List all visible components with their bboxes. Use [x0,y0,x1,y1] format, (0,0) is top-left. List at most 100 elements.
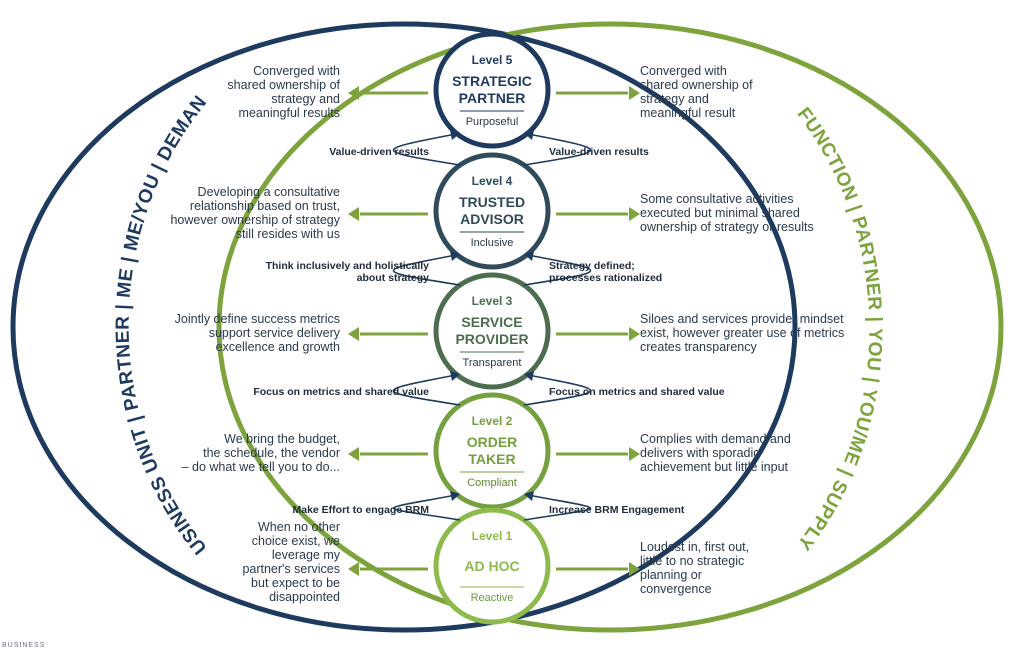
left-arrow-head [348,207,359,221]
transition-line: Value-driven results [549,145,649,158]
level-trait: Compliant [467,477,517,489]
description-line: meaningful result [640,106,736,120]
level-circle [433,152,551,270]
level-number: Level 5 [472,53,513,67]
level-name-line2: ADVISOR [460,211,524,227]
description-line: Loudest in, first out, [640,540,750,554]
level-name-line1: SERVICE [461,314,522,330]
level-trait: Purposeful [466,116,519,128]
transition-3-to-4 [392,251,592,286]
description-line: delivers with sporadic [640,446,760,460]
description-line: little to no strategic [640,554,745,568]
transition-line: processes rationalized [549,272,663,284]
description-line: shared ownership of [640,78,753,92]
transition-right-label: Strategy defined;processes rationalized [549,260,749,284]
description-line: shared ownership of [227,78,340,92]
transition-right-curve [523,374,592,406]
right-arrow-head [629,327,640,341]
transition-left-arrowhead [450,491,460,501]
left-arrow-head [348,447,359,461]
level-number: Level 1 [472,529,513,543]
level-2-left-description: We bring the budget,the schedule, the ve… [140,432,340,474]
description-line: Converged with [640,64,727,78]
level-name-line1: AD HOC [464,558,519,574]
transition-left-arrowhead [450,371,460,381]
transition-line: Make Effort to engage BRM [292,503,429,516]
level-number: Level 3 [472,294,513,308]
transition-right-label: Increase BRM Engagement [549,504,749,516]
description-line: meaningful results [238,106,340,120]
level-trait: Transparent [463,357,522,369]
description-line: however ownership of strategy [170,213,340,227]
level-name-line2: PARTNER [459,90,526,106]
transition-right-label: Value-driven results [549,146,749,158]
description-line: achievement but little input [640,460,789,474]
transition-left-curve [392,494,461,521]
description-line: support service delivery [208,326,340,340]
business-unit-ellipse [10,21,798,633]
transition-right-label: Focus on metrics and shared value [549,386,749,398]
description-line: executed but minimal shared [640,206,800,220]
transition-left-label: Make Effort to engage BRM [229,504,429,516]
transition-left-label: Focus on metrics and shared value [229,386,429,398]
description-line: exist, however greater use of metrics [640,326,845,340]
level-number: Level 4 [472,174,513,188]
level-trait: Inclusive [471,237,514,249]
transition-line: Strategy defined; [549,260,635,272]
description-line: choice exist, we [251,534,340,548]
description-line: – do what we tell you to do... [181,460,340,474]
transition-line: about strategy [356,272,429,284]
level-name-line2: PROVIDER [455,331,528,347]
level-name-line2: TAKER [468,451,515,467]
transition-line: Focus on metrics and shared value [253,386,429,398]
description-line: strategy and [271,92,340,106]
transition-left-curve [392,254,461,286]
description-line: Some consultative activities [640,192,794,206]
level-1-group: Level 1 AD HOC Reactive [348,507,640,625]
function-ellipse [216,21,1004,633]
level-circle [433,392,551,510]
level-circle [433,31,551,149]
transition-right-curve [523,254,592,286]
transition-left-arrowhead [450,130,460,140]
transition-left-curve [392,374,461,406]
level-trait: Reactive [471,592,514,604]
transition-left-arrowhead [450,251,460,261]
transition-line: Value-driven results [329,145,429,158]
description-line: Siloes and services provider mindset [640,312,844,326]
description-line: excellence and growth [215,340,340,354]
transition-right-curve [523,133,592,166]
transition-4-to-5 [392,130,592,166]
right-arrow-head [629,562,640,576]
transition-right-arrowhead [524,251,534,261]
left-arrow-head [348,86,359,100]
transition-right-arrowhead [524,371,534,381]
description-line: disappointed [269,590,340,604]
transition-line: Think inclusively and holistically [265,260,429,272]
transition-right-arrowhead [524,130,534,140]
transition-right-arrowhead [524,491,534,501]
description-line: strategy and [640,92,709,106]
right-arrow-head [629,447,640,461]
transition-left-label: Value-driven results [229,146,429,158]
level-number: Level 2 [472,414,513,428]
transition-right-curve [523,494,592,521]
description-line: Developing a consultative [197,185,340,199]
level-name-line1: TRUSTED [459,194,525,210]
left-arrow-head [348,562,359,576]
description-line: Complies with demand and [640,432,791,446]
